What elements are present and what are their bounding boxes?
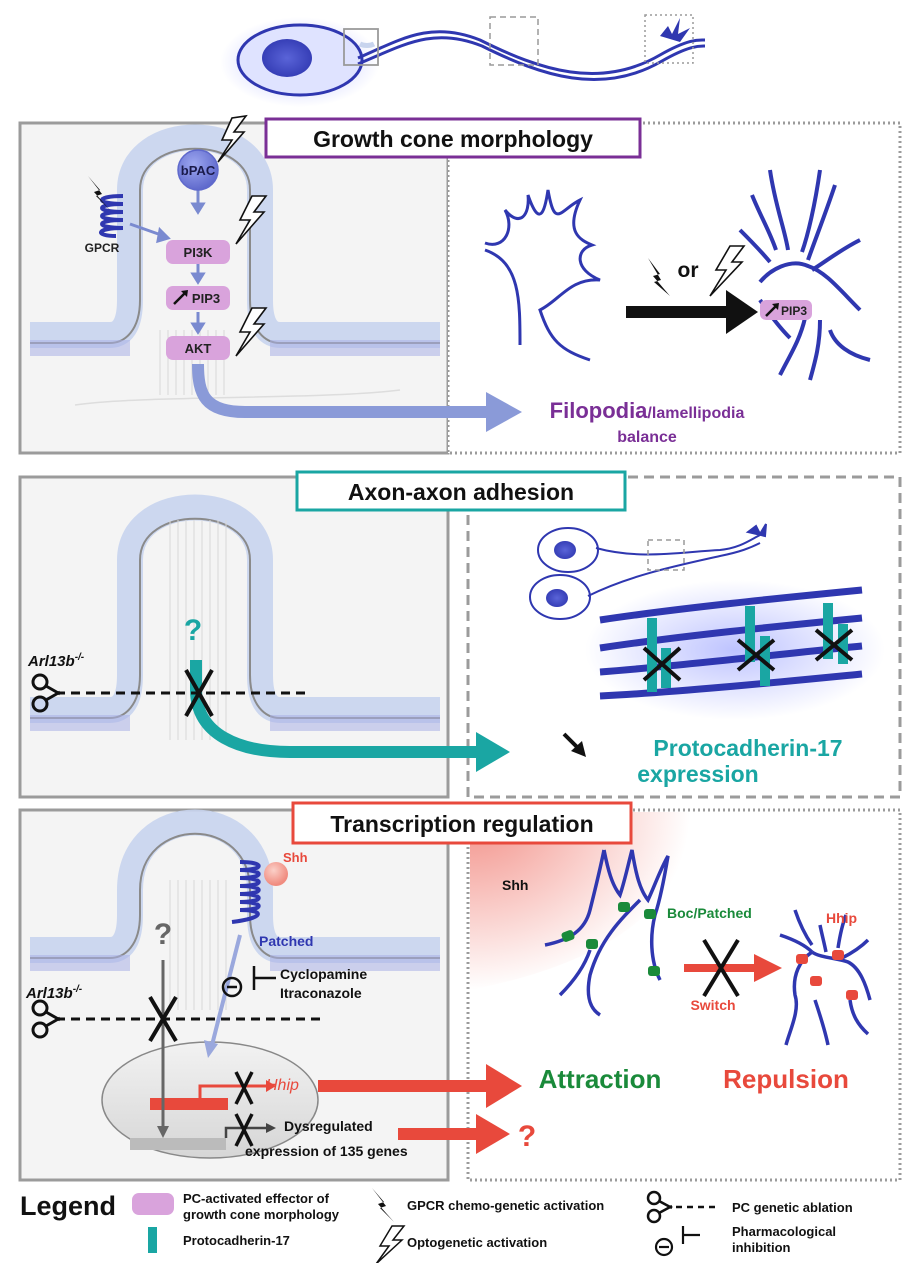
bpac-label: bPAC [181, 163, 216, 178]
filopodia-balance-line1: Filopodia/lamellipodia [550, 398, 745, 423]
growth-cone-left [484, 189, 601, 362]
bpac-node [177, 149, 219, 191]
genes-bar [130, 1138, 226, 1150]
panel-transcription: ? Shh Patched Cyclopamine Itraconazole A… [18, 801, 902, 1182]
legend-effector-line2: growth cone morphology [183, 1207, 340, 1222]
shh-ligand [264, 862, 288, 886]
panel-axon-adhesion: ? Arl13b-/- Axon-axon adhesion [18, 470, 902, 799]
arl13b-label: Arl13b-/- [27, 652, 85, 670]
legend-effector-swatch [132, 1193, 174, 1215]
legend-scissors-icon [646, 1190, 673, 1224]
protocadherin-line2: expression [637, 761, 758, 787]
legend-effector-line1: PC-activated effector of [183, 1191, 330, 1206]
patched-receptor [231, 860, 261, 924]
legend-optogenetic-bolt-icon [375, 1225, 406, 1263]
legend-optogenetic-label: Optogenetic activation [407, 1235, 547, 1250]
legend-chemogenetic-bolt-icon [372, 1188, 394, 1222]
adhesion-question-mark: ? [184, 614, 202, 647]
gpcr-label: GPCR [85, 241, 120, 255]
pip3-badge-label: PIP3 [781, 304, 807, 318]
hhip-receptors [796, 950, 858, 1000]
boc-patched-label: Boc/Patched [667, 905, 752, 921]
legend-title: Legend [20, 1191, 116, 1221]
repelled-growth-cone [779, 909, 872, 1046]
primary-cilium-2 [30, 494, 440, 740]
gpcr-receptor [99, 194, 124, 238]
adhesion-block-x-icons [642, 628, 854, 682]
repulsion-label: Repulsion [723, 1064, 849, 1094]
pi3k-label: PI3K [184, 245, 214, 260]
top-neuron-illustration [220, 14, 706, 107]
legend-pharm-line1: Pharmacological [732, 1224, 836, 1239]
adhesion-title: Axon-axon adhesion [348, 479, 574, 505]
transcription-block-x-icon [148, 995, 178, 1043]
growth-cone-right [738, 169, 871, 381]
block-x-icon [184, 669, 214, 717]
pi3k-node [166, 240, 230, 264]
growth-cone-title: Growth cone morphology [313, 126, 593, 152]
dysregulated-line1: Dysregulated [284, 1118, 373, 1134]
panel-growth-cone: GPCR bPAC PI3K PIP3 AKT [18, 114, 902, 455]
hhip-right-label: Hhip [826, 910, 857, 926]
legend-ablation-label: PC genetic ablation [732, 1200, 853, 1215]
adhesion-title-box [295, 470, 627, 512]
filopodia-balance-line2: balance [617, 429, 677, 446]
arl13b-label-2: Arl13b-/- [25, 984, 83, 1002]
or-label: or [678, 259, 699, 282]
hhip-gene-bar [150, 1098, 228, 1110]
optogenetic-bolt-icon-2 [709, 245, 746, 297]
legend-pharm-line2: inhibition [732, 1240, 791, 1255]
legend-gpcr-label: GPCR chemo-genetic activation [407, 1198, 604, 1213]
shh-label: Shh [283, 850, 308, 865]
scissors-icon [31, 673, 61, 713]
itraconazole-label: Itraconazole [280, 985, 362, 1001]
dysregulated-line2: expression of 135 genes [245, 1143, 408, 1159]
pip3-label: PIP3 [192, 291, 220, 306]
legend-inhibition-icon [654, 1226, 700, 1257]
chemogenetic-bolt-icon [88, 176, 110, 210]
scissors-icon-2 [31, 999, 61, 1039]
switch-block-x-icon [702, 938, 740, 998]
result-question-mark: ? [518, 1120, 536, 1153]
chemogenetic-bolt-icon-2 [648, 258, 670, 296]
decrease-arrow-icon [571, 741, 586, 757]
transcription-question-mark: ? [154, 918, 172, 951]
genes-block-x-icon [234, 1113, 254, 1147]
protocadherin-line1: Protocadherin-17 [653, 735, 842, 761]
attraction-label: Attraction [539, 1064, 662, 1094]
legend: Legend PC-activated effector of growth c… [20, 1188, 853, 1263]
cyclopamine-label: Cyclopamine [280, 966, 367, 982]
shh-right-label: Shh [502, 877, 528, 893]
shh-gradient [470, 812, 690, 990]
neuron-pair-illustration [529, 523, 767, 620]
pharmacological-inhibition-icon [221, 966, 276, 998]
cascade-arrows [129, 190, 206, 335]
akt-node [166, 336, 230, 360]
growth-cone-title-box [264, 117, 642, 159]
hhip-gene-label: Hhip [266, 1077, 299, 1094]
transcription-title-box [291, 801, 633, 845]
boc-patched-receptors [561, 902, 660, 976]
patched-label: Patched [259, 933, 313, 949]
transcription-title: Transcription regulation [330, 811, 593, 837]
patched-signal-arrow [210, 934, 242, 1046]
akt-label: AKT [185, 341, 212, 356]
hhip-block-x-icon [234, 1071, 254, 1105]
primary-cilium-3 [30, 809, 440, 1010]
legend-protocadherin-label: Protocadherin-17 [183, 1233, 290, 1248]
switch-label: Switch [690, 997, 735, 1013]
legend-protocadherin-swatch [148, 1227, 157, 1253]
optogenetic-bolt-icons [217, 114, 268, 357]
